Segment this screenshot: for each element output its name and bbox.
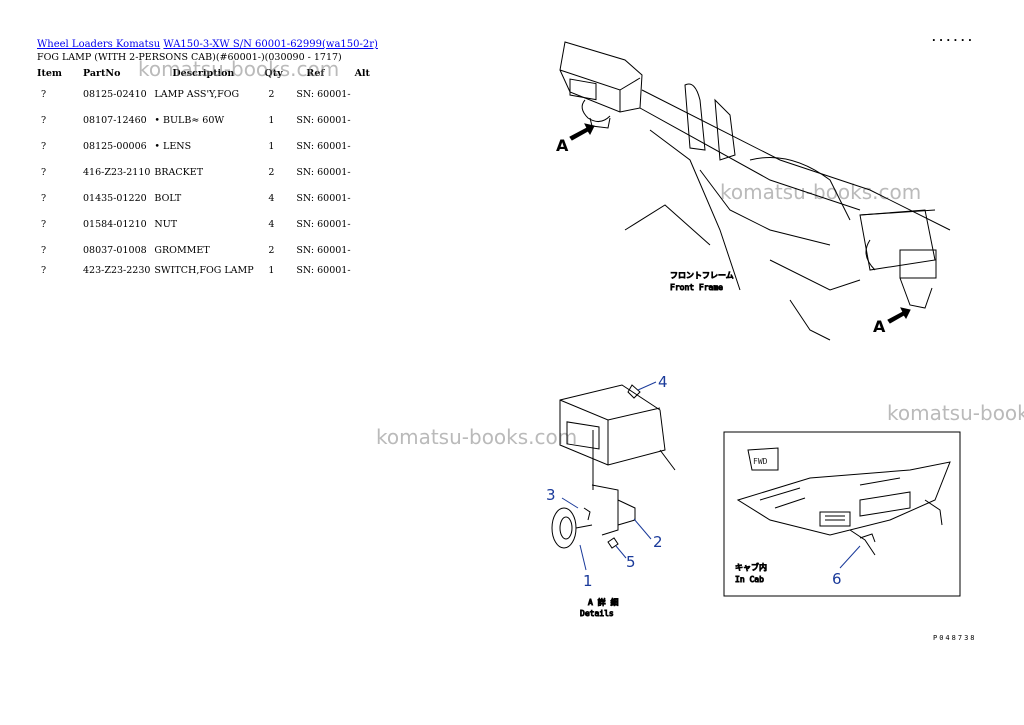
front-frame-drawing: [559, 41, 951, 341]
detail-label-jp: A 詳 細: [588, 597, 618, 607]
row-alt-cell: [355, 211, 374, 237]
parts-table: Item PartNo Description Qty Ref Alt ? 081…: [37, 65, 374, 277]
row-alt-cell: [355, 107, 374, 133]
row-partno-cell: 416-Z23-2110: [83, 166, 151, 178]
callout-1: 1: [583, 572, 593, 590]
header-alt: Alt: [354, 67, 370, 79]
row-partno-cell: 01435-01220: [83, 192, 147, 204]
row-ref-cell: SN: 60001-: [296, 244, 351, 256]
header-item: Item: [37, 67, 62, 79]
row-item-cell: ?: [41, 166, 47, 178]
callout-5: 5: [626, 553, 636, 571]
page-title: FOG LAMP (WITH 2-PERSONS CAB)(#60001-)(0…: [37, 52, 342, 63]
front-frame-label-en: Front Frame: [670, 283, 723, 292]
parts-diagram: · · · · · · フロントフレーム Front Frame A A: [546, 37, 972, 619]
row-description-cell: BRACKET: [154, 166, 204, 178]
row-qty-cell: 2: [268, 166, 275, 178]
row-qty-cell: 1: [268, 140, 275, 152]
callout-4: 4: [658, 373, 668, 391]
row-alt-cell: [355, 237, 374, 263]
row-item-cell: ?: [41, 192, 47, 204]
row-description-cell: • BULB≈ 60W: [154, 114, 225, 126]
row-description-cell: SWITCH,FOG LAMP: [154, 264, 254, 276]
row-ref-cell: SN: 60001-: [296, 192, 351, 204]
callout-2: 2: [653, 533, 663, 551]
header-qty: Qty: [264, 67, 283, 79]
row-partno-cell: 08107-12460: [83, 114, 147, 126]
in-cab-drawing: FWD: [736, 447, 951, 556]
view-a-arrow-icon: [887, 307, 911, 324]
row-ref-cell: SN: 60001-: [296, 140, 351, 152]
row-qty-cell: 4: [268, 192, 275, 204]
row-item-cell: ?: [41, 88, 47, 100]
row-ref-cell: SN: 60001-: [296, 264, 351, 276]
row-alt-cell: [355, 263, 374, 277]
table-row: ? 01584-01210 NUT 4 SN: 60001-: [37, 211, 374, 237]
row-alt-cell: [355, 159, 374, 185]
row-ref-cell: SN: 60001-: [296, 88, 351, 100]
table-header-row: Item PartNo Description Qty Ref Alt: [37, 65, 374, 81]
header-partno: PartNo: [83, 67, 121, 79]
row-partno-cell: 08037-01008: [83, 244, 147, 256]
row-description-cell: BOLT: [154, 192, 182, 204]
row-partno-cell: 08125-02410: [83, 88, 147, 100]
row-alt-cell: [355, 133, 374, 159]
breadcrumb-link-model[interactable]: WA150-3-XW S/N 60001-62999(wa150-2r): [163, 39, 378, 50]
row-ref-cell: SN: 60001-: [296, 218, 351, 230]
row-alt-cell: [355, 81, 374, 107]
row-ref-cell: SN: 60001-: [296, 114, 351, 126]
in-cab-label-en: In Cab: [735, 575, 764, 584]
row-item-cell: ?: [41, 264, 47, 276]
row-qty-cell: 2: [268, 244, 275, 256]
row-ref-cell: SN: 60001-: [296, 166, 351, 178]
callout-6: 6: [832, 570, 842, 588]
diagram-code: P048738: [933, 634, 977, 642]
table-row: ? 08107-12460 • BULB≈ 60W 1 SN: 60001-: [37, 107, 374, 133]
table-row: ? 01435-01220 BOLT 4 SN: 60001-: [37, 185, 374, 211]
row-partno-cell: 423-Z23-2230: [83, 264, 151, 276]
breadcrumb-link-category[interactable]: Wheel Loaders Komatsu: [37, 39, 161, 50]
table-row: ? 08037-01008 GROMMET 2 SN: 60001-: [37, 237, 374, 263]
row-alt-cell: [355, 185, 374, 211]
view-a-label: A: [556, 136, 569, 155]
row-item-cell: ?: [41, 114, 47, 126]
row-qty-cell: 2: [268, 88, 275, 100]
row-description-cell: • LENS: [154, 140, 192, 152]
row-partno-cell: 01584-01210: [83, 218, 147, 230]
header-description: Description: [172, 67, 235, 79]
table-row: ? 08125-02410 LAMP ASS'Y,FOG 2 SN: 60001-: [37, 81, 374, 107]
row-item-cell: ?: [41, 244, 47, 256]
row-qty-cell: 1: [268, 264, 275, 276]
in-cab-inset-frame: [723, 431, 961, 597]
front-frame-label-jp: フロントフレーム: [670, 271, 734, 280]
view-a-arrow-icon: [569, 123, 595, 141]
detail-a-drawing: [551, 384, 676, 549]
diagram-corner-marks: · · · · · ·: [932, 37, 972, 44]
row-description-cell: LAMP ASS'Y,FOG: [154, 88, 240, 100]
breadcrumb: Wheel Loaders Komatsu WA150-3-XW S/N 600…: [37, 39, 378, 50]
row-description-cell: NUT: [154, 218, 178, 230]
callout-3: 3: [546, 486, 556, 504]
detail-label-en: Details: [580, 609, 614, 618]
view-a-label: A: [873, 317, 886, 336]
header-ref: Ref: [306, 67, 325, 79]
row-qty-cell: 1: [268, 114, 275, 126]
row-partno-cell: 08125-00006: [83, 140, 147, 152]
fwd-label: FWD: [753, 457, 768, 466]
row-qty-cell: 4: [268, 218, 275, 230]
row-description-cell: GROMMET: [154, 244, 210, 256]
in-cab-label-jp: キャブ内: [735, 562, 767, 572]
row-item-cell: ?: [41, 140, 47, 152]
row-item-cell: ?: [41, 218, 47, 230]
table-row: ? 08125-00006 • LENS 1 SN: 60001-: [37, 133, 374, 159]
